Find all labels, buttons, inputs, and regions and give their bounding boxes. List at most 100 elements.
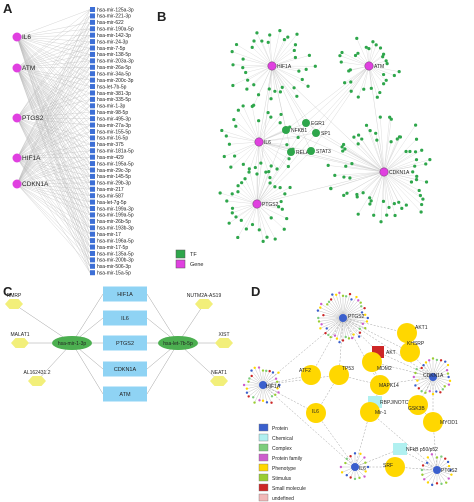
tf-leaf-node: [234, 124, 238, 128]
edge: [330, 171, 385, 189]
edge: [16, 36, 91, 235]
edge: [236, 44, 273, 67]
tf-leaf-node: [227, 221, 231, 225]
gene-node: [12, 32, 22, 42]
tf-leaf-node: [415, 174, 419, 178]
edge: [16, 117, 91, 119]
tf-leaf-node: [224, 134, 228, 138]
spoke-node: [445, 481, 448, 484]
edge: [369, 171, 385, 205]
panel-label-c: C: [3, 284, 13, 299]
edge: [271, 39, 285, 67]
node-label: PTGS2: [441, 468, 458, 474]
tf-leaf-node: [246, 78, 250, 82]
legend-label: Protein family: [272, 456, 303, 462]
tf-edge: [315, 65, 370, 134]
edge: [16, 117, 91, 183]
spoke-node: [426, 481, 430, 484]
mirna-label: hsa-mir-506-3p: [97, 264, 131, 270]
edge: [16, 36, 91, 132]
spoke-node: [261, 399, 265, 402]
mirna-node: [90, 84, 95, 90]
tf-leaf-node: [256, 93, 261, 97]
tf-leaf-node: [227, 142, 232, 146]
tf-leaf-node: [234, 215, 238, 219]
tf-leaf-node: [345, 191, 349, 195]
edge: [229, 141, 260, 145]
tf-leaf-node: [265, 235, 269, 239]
edge: [16, 54, 91, 119]
mirna-label: hsa-let-7g-5p: [97, 200, 127, 206]
tf-leaf-node: [295, 94, 299, 98]
spoke-node: [449, 468, 452, 472]
panel-label-b: B: [157, 9, 166, 24]
edge: [343, 171, 385, 196]
spoke-node: [316, 309, 320, 312]
mirna-label: hsa-mir-221-3p: [97, 14, 131, 20]
spoke: [342, 296, 357, 319]
gene-hub-node: [252, 199, 262, 209]
tf-leaf-node: [243, 177, 247, 181]
legend-swatch: [258, 493, 269, 502]
tf-node: [302, 119, 310, 127]
lncrna-label: MALAT1: [10, 332, 29, 338]
mirna-label: hsa-mir-7-5p: [97, 46, 126, 52]
gene-hub-node: [254, 137, 264, 147]
spoke-node: [319, 306, 322, 309]
spoke-node: [431, 357, 435, 360]
spoke: [339, 317, 344, 343]
phenotype-node: [306, 403, 326, 423]
edge: [383, 171, 387, 216]
tf-leaf-node: [356, 51, 360, 55]
tf-edge: [256, 151, 292, 205]
tf-leaf-node: [236, 184, 240, 188]
hub-edge: [271, 65, 385, 173]
edge: [380, 117, 385, 173]
edge: [16, 41, 91, 69]
edge: [271, 65, 309, 87]
edge: [376, 140, 385, 173]
mirna-label: hsa-mir-196a-5p: [97, 238, 134, 244]
gene-label: ATM: [22, 65, 35, 72]
tf-leaf-node: [374, 43, 378, 47]
edge: [256, 193, 285, 205]
tf-leaf-node: [286, 164, 290, 169]
gene-node: [12, 113, 22, 123]
edge: [256, 203, 268, 238]
lncrna-node: [11, 338, 29, 348]
edge: [271, 65, 299, 72]
lncrna-label: NEAT1: [211, 370, 227, 376]
edge: [383, 163, 426, 173]
spoke-node: [253, 401, 256, 404]
edge: [16, 157, 91, 260]
tf-leaf-node: [247, 170, 251, 174]
tf-leaf-node: [300, 77, 304, 82]
tf-leaf-node: [292, 86, 296, 90]
edge: [16, 117, 91, 203]
tf-leaf-node: [375, 138, 379, 142]
edge: [270, 65, 273, 99]
panel-b-edges: [220, 30, 430, 242]
node-label: PTGS2: [348, 314, 365, 320]
tf-leaf-node: [378, 46, 383, 50]
edge: [383, 159, 430, 173]
tf-leaf-node: [374, 131, 378, 135]
tf-leaf-node: [420, 202, 424, 207]
edge: [16, 117, 91, 139]
edge: [383, 171, 412, 183]
tf-leaf-node: [381, 55, 385, 59]
tf-leaf-node: [372, 213, 376, 217]
edge: [252, 106, 260, 143]
tf-leaf-node: [368, 196, 372, 200]
mirna-node: [158, 336, 198, 350]
spoke: [342, 317, 367, 322]
tf-leaf-node: [266, 110, 270, 115]
spoke-node: [344, 461, 347, 465]
tf-node: [307, 147, 315, 155]
mirna-node: [90, 19, 95, 25]
spoke-node: [420, 468, 424, 472]
gene-label: IL6: [22, 34, 31, 41]
spoke-node: [439, 359, 443, 362]
tf-leaf-node: [397, 200, 401, 204]
